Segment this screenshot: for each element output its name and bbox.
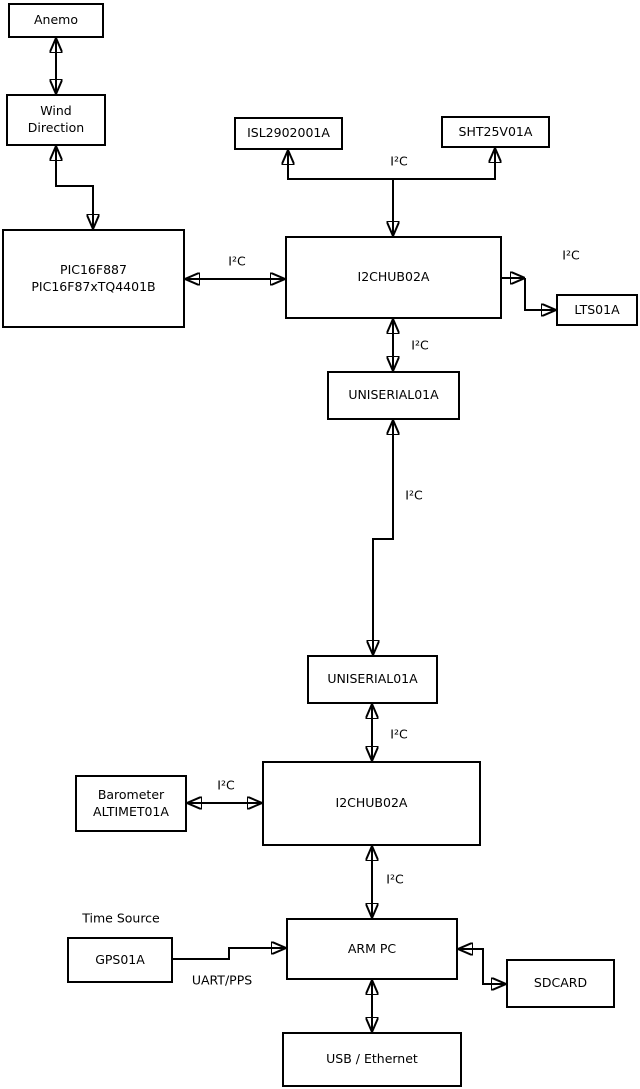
edge-hub-top-lts [502, 278, 556, 310]
edge-gps-arm-pc [173, 948, 286, 960]
node-gps01a: GPS01A [67, 937, 173, 983]
node-arm-pc-label: ARM PC [347, 940, 397, 956]
edge-arm-pc-sdcard [458, 949, 506, 984]
label-time-source: Time Source [82, 910, 160, 926]
node-lts01a: LTS01A [556, 294, 638, 326]
node-isl2902001a-label: ISL2902001A [247, 125, 330, 141]
node-gps01a-label: GPS01A [95, 951, 145, 967]
edge-sensorbus-isl-sht [288, 148, 495, 180]
edge-wind-direction-pic [56, 146, 93, 229]
node-usb-ethernet-label: USB / Ethernet [326, 1051, 418, 1067]
node-pic16f887-label: PIC16F887 PIC16F87xTQ4401B [31, 261, 156, 294]
label-i2c-sensor-bus: I²C [390, 153, 408, 169]
label-i2c-hub-uniserial: I²C [411, 337, 429, 353]
node-usb-ethernet: USB / Ethernet [282, 1032, 462, 1087]
edge-uniserial-top-uniserial-bottom [373, 420, 393, 655]
node-i2chub02a-bottom-label: I2CHUB02A [335, 795, 408, 811]
node-anemo: Anemo [8, 3, 104, 38]
node-sdcard-label: SDCARD [533, 975, 588, 991]
node-i2chub02a-bottom: I2CHUB02A [262, 761, 481, 846]
node-sht25v01a-label: SHT25V01A [458, 123, 533, 139]
node-barometer-altimet01a: Barometer ALTIMET01A [75, 775, 187, 832]
label-i2c-hub2-armpc: I²C [386, 871, 404, 887]
label-i2c-pic-hub: I²C [228, 253, 246, 269]
label-uart-pps: UART/PPS [191, 972, 253, 988]
node-barometer-altimet01a-label: Barometer ALTIMET01A [93, 786, 169, 819]
node-wind-direction: Wind Direction [6, 94, 106, 146]
node-i2chub02a-top: I2CHUB02A [285, 236, 502, 319]
label-i2c-uniserial-hub2: I²C [390, 726, 408, 742]
node-uniserial01a-bottom-label: UNISERIAL01A [327, 671, 418, 687]
node-uniserial01a-top-label: UNISERIAL01A [348, 387, 439, 403]
node-sdcard: SDCARD [506, 959, 615, 1008]
label-i2c-uniserial-link: I²C [405, 487, 423, 503]
node-isl2902001a: ISL2902001A [234, 117, 343, 150]
node-lts01a-label: LTS01A [574, 301, 620, 317]
node-uniserial01a-top: UNISERIAL01A [327, 371, 460, 420]
node-uniserial01a-bottom: UNISERIAL01A [307, 655, 438, 704]
label-i2c-barometer-hub2: I²C [217, 777, 235, 793]
node-i2chub02a-top-label: I2CHUB02A [357, 269, 430, 285]
node-sht25v01a: SHT25V01A [441, 116, 550, 148]
label-i2c-hub-lts: I²C [562, 247, 580, 263]
node-wind-direction-label: Wind Direction [27, 103, 85, 135]
node-arm-pc: ARM PC [286, 918, 458, 980]
node-pic16f887: PIC16F887 PIC16F87xTQ4401B [2, 229, 185, 328]
node-anemo-label: Anemo [34, 12, 78, 28]
